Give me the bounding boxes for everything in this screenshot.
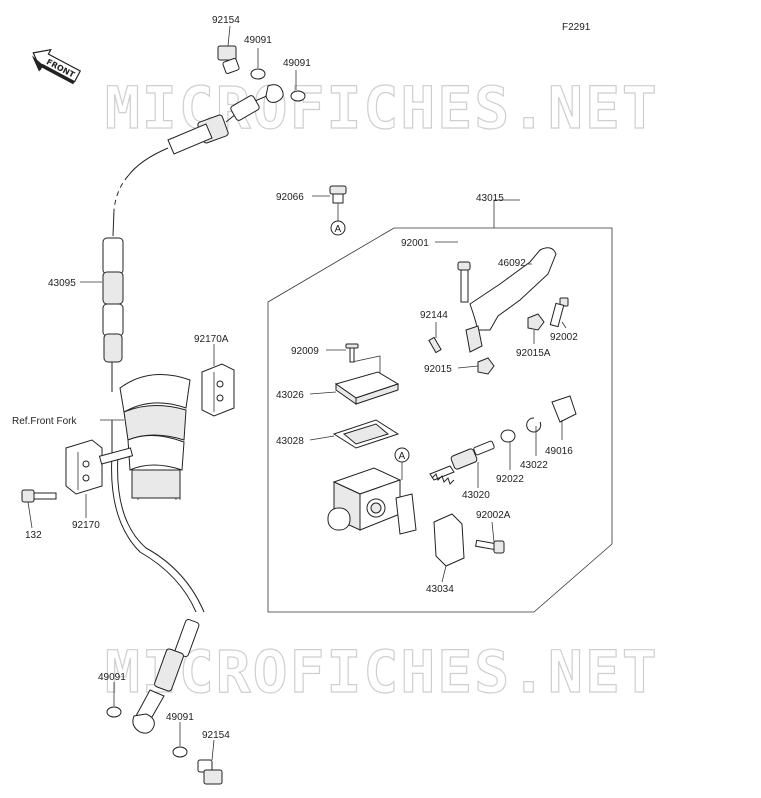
clamp-92170a [201,363,235,417]
banjo-bolt-bottom [197,759,223,785]
ref-front-fork-label: Ref.Front Fork [12,416,77,427]
cap-92066 [329,185,347,204]
label-92001: 92001 [401,238,429,249]
banjo-bolt-top [217,45,240,74]
pin-92144 [428,336,442,354]
circlip-43022 [526,417,542,433]
callout-a-body-letter: A [399,451,406,462]
label-49091-top-b: 49091 [283,58,311,69]
clutch-cable [102,84,284,734]
clamp-92170 [65,439,134,495]
label-92015: 92015 [424,364,452,375]
label-92002: 92002 [550,332,578,343]
label-43015: 43015 [476,193,504,204]
callout-a-top [330,220,346,236]
label-92170a: 92170A [194,334,229,345]
label-43034: 43034 [426,584,454,595]
boot-49016 [551,395,577,423]
washer-49091-top-b [290,90,306,102]
bolt-92002a [475,539,505,554]
part-labels: 92154 49091 49091 43095 92066 43015 9200… [12,15,578,741]
watermark-bottom: MICROFICHES.NET [105,638,659,706]
label-92022: 92022 [496,474,524,485]
lever-46092 [469,247,557,331]
washer-49091-bottom-b [172,746,188,758]
label-49091-top-a: 49091 [244,35,272,46]
label-43022: 43022 [520,460,548,471]
screw-92009 [345,343,359,363]
label-43028: 43028 [276,436,304,447]
assembly-frame [267,227,613,613]
nut-92015 [477,357,495,375]
label-46092: 46092 [498,258,526,269]
label-92009: 92009 [291,346,319,357]
washer-92022 [500,429,516,443]
lever-adjuster [465,325,483,353]
label-92154-bottom: 92154 [202,730,230,741]
nut-92015a [527,313,545,331]
label-132: 132 [25,530,42,541]
pivot-bolt-92001 [457,261,471,303]
label-92002a: 92002A [476,510,511,521]
label-49016: 49016 [545,446,573,457]
label-92015a: 92015A [516,348,551,359]
piston-43020 [429,440,495,485]
label-43020: 43020 [462,490,490,501]
label-49091-bottom-b: 49091 [166,712,194,723]
diaphragm-43028-inner [342,423,390,445]
label-92144: 92144 [420,310,448,321]
label-92154-top: 92154 [212,15,240,26]
front-fork [119,374,191,500]
bolt-92002 [549,297,569,328]
label-43095: 43095 [48,278,76,289]
leader-lines [27,25,567,761]
washer-49091-bottom-a [106,706,122,718]
master-cylinder-body [327,467,417,535]
holder-43034 [433,513,465,567]
figure-code: F2291 [562,22,591,33]
bolt-132 [21,489,57,503]
washer-49091-top-a [250,68,266,80]
label-92170: 92170 [72,520,100,531]
front-arrow-icon: FRONT [31,48,82,85]
cover-43026-front [355,383,399,405]
callout-a-top-letter: A [335,224,342,235]
label-43026: 43026 [276,390,304,401]
label-49091-bottom-a: 49091 [98,672,126,683]
label-92066: 92066 [276,192,304,203]
